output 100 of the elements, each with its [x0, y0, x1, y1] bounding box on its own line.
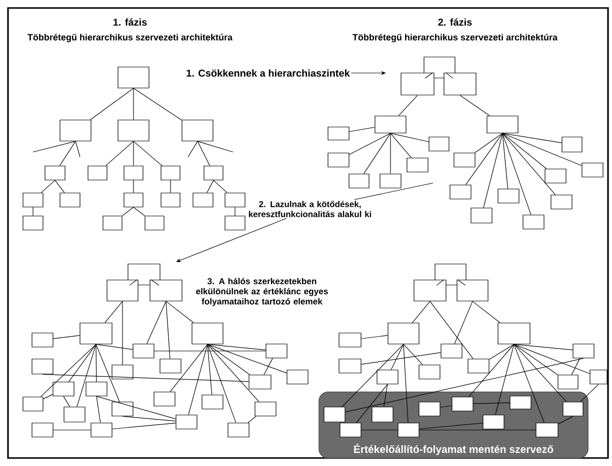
org-box — [418, 364, 440, 380]
org-box — [118, 66, 150, 88]
connector-line — [412, 301, 430, 323]
org-box — [202, 394, 224, 410]
connector-line — [473, 402, 510, 404]
connector-line — [207, 344, 287, 374]
connector-line — [472, 301, 500, 323]
connector-line — [419, 422, 483, 430]
org-box — [582, 162, 604, 178]
connector-line — [364, 133, 391, 174]
connector-line — [207, 344, 212, 395]
org-box — [22, 216, 44, 230]
org-box — [32, 422, 54, 438]
connector-line — [514, 344, 558, 376]
org-box — [144, 216, 164, 230]
org-box — [32, 358, 54, 374]
connector-line — [390, 133, 412, 158]
org-box — [374, 116, 406, 134]
connector-line — [424, 72, 433, 79]
org-box — [182, 120, 214, 142]
connector-line — [197, 141, 234, 152]
connector-line — [32, 141, 76, 152]
org-box — [176, 414, 198, 430]
org-box — [452, 396, 474, 412]
connector-line — [354, 182, 434, 200]
connector-line — [133, 141, 134, 166]
annotation-text: 1. Csökkennek a hierarchiaszintek — [186, 69, 350, 77]
connector-line — [440, 405, 452, 408]
org-box — [22, 396, 44, 412]
org-box — [400, 72, 434, 96]
connector-line — [234, 207, 236, 216]
connector-line — [197, 141, 210, 166]
connector-line — [53, 335, 80, 339]
connector-line — [495, 344, 514, 415]
connector-line — [384, 384, 388, 407]
connector-line — [96, 396, 101, 423]
org-box — [204, 166, 224, 180]
org-box — [88, 166, 108, 180]
connector-line — [96, 344, 133, 350]
org-box — [558, 374, 578, 390]
connector-line — [133, 88, 182, 120]
connector-line — [446, 72, 454, 79]
org-box — [340, 422, 362, 438]
connector-line — [146, 301, 166, 344]
connector-line — [207, 344, 260, 402]
org-box — [454, 152, 476, 168]
org-box — [86, 382, 108, 396]
connector-line — [96, 344, 97, 382]
org-box — [550, 194, 572, 210]
connector-line — [150, 279, 160, 286]
org-box — [418, 402, 440, 416]
connector-line — [502, 133, 556, 195]
connector-line — [154, 350, 266, 352]
org-box — [80, 322, 112, 344]
connector-line — [502, 133, 508, 189]
connector-line — [133, 180, 134, 193]
org-box — [406, 158, 428, 172]
connector-line — [207, 344, 250, 375]
arrow — [176, 218, 287, 262]
connector-line — [465, 133, 503, 185]
connector-line — [188, 141, 198, 158]
org-box — [90, 422, 112, 438]
connector-line — [122, 301, 123, 365]
connector-line — [166, 301, 194, 323]
org-box — [286, 370, 308, 384]
org-box — [60, 192, 80, 208]
org-box — [486, 116, 518, 134]
org-box — [498, 188, 520, 204]
connector-line — [460, 95, 490, 116]
org-box — [510, 396, 532, 410]
connector-line — [502, 133, 532, 215]
connector-line — [68, 344, 96, 382]
org-box — [112, 402, 134, 416]
connector-line — [112, 422, 176, 430]
connector-line — [390, 344, 404, 370]
org-box — [428, 136, 450, 152]
connector-line — [403, 344, 423, 365]
connector-line — [96, 344, 120, 402]
connector-line — [42, 374, 249, 382]
org-box — [444, 72, 476, 96]
org-box — [22, 192, 44, 208]
connector-line — [454, 301, 473, 344]
org-box — [118, 120, 150, 142]
org-box — [414, 280, 446, 302]
connector-line — [502, 133, 562, 144]
phase-heading: 2. fázis — [438, 18, 472, 26]
connector-line — [54, 180, 65, 193]
connector-line — [129, 279, 138, 286]
connector-line — [133, 88, 134, 120]
connector-line — [502, 133, 547, 169]
org-box — [338, 358, 362, 374]
connector-line — [59, 141, 76, 166]
connector-line — [436, 279, 444, 286]
org-box — [266, 344, 288, 358]
org-box — [64, 406, 86, 422]
org-box — [498, 322, 530, 344]
connector-line — [40, 344, 96, 397]
org-box — [380, 174, 402, 188]
org-box — [224, 216, 246, 230]
connector-line — [76, 344, 96, 407]
